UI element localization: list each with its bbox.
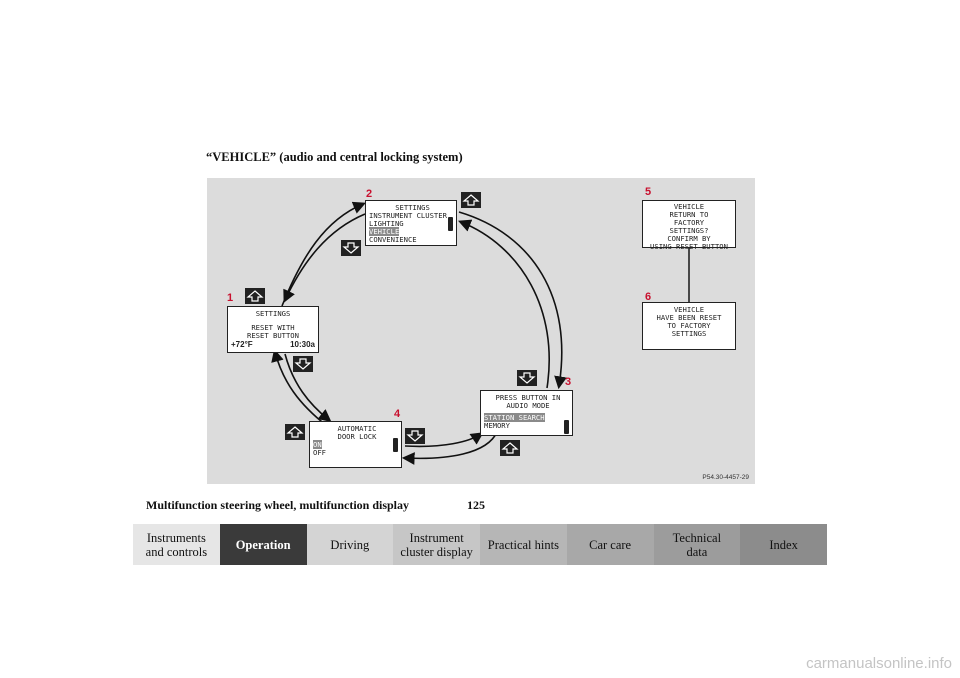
screen-line: HAVE BEEN RESET xyxy=(656,313,722,322)
screen-line: MEMORY xyxy=(484,421,510,430)
page-number: 125 xyxy=(467,498,485,512)
tab-technical-data[interactable]: Technical data xyxy=(653,524,741,565)
next-page-button-icon xyxy=(500,440,520,456)
screen-line: SETTINGS? xyxy=(669,226,709,235)
figure-caption: “VEHICLE” (audio and central locking sys… xyxy=(206,150,463,164)
display-screen-settings-reset: SETTINGS RESET WITH RESET BUTTON +72°F 1… xyxy=(227,306,319,353)
screen-line: RESET BUTTON xyxy=(247,331,299,340)
display-screen-door-lock: AUTOMATIC DOOR LOCK ON OFF xyxy=(309,421,402,468)
screen-line: VEHICLE xyxy=(673,202,705,211)
next-page-button-icon xyxy=(245,288,265,304)
tab-instrument-cluster-display[interactable]: Instrument cluster display xyxy=(393,524,480,565)
tab-index[interactable]: Index xyxy=(740,524,827,565)
tab-label: Instrument cluster display xyxy=(400,530,473,559)
selected-menu-item: ON xyxy=(313,440,322,449)
screen-line: FACTORY xyxy=(673,218,705,227)
tab-label: Car care xyxy=(589,537,632,552)
screen-line: TO FACTORY xyxy=(667,321,711,330)
page-section-title: Multifunction steering wheel, multifunct… xyxy=(146,498,410,512)
step-number-6: 6 xyxy=(645,291,652,303)
chapter-nav-bar: Instruments and controls Operation Drivi… xyxy=(133,524,827,565)
tab-operation[interactable]: Operation xyxy=(219,524,307,565)
display-screen-reset-done: VEHICLE HAVE BEEN RESET TO FACTORY SETTI… xyxy=(642,302,736,350)
step-number-5: 5 xyxy=(645,186,652,198)
tab-label: Operation xyxy=(235,537,291,552)
scroll-indicator xyxy=(448,217,453,231)
outside-temperature: +72°F xyxy=(231,340,253,349)
next-page-button-icon xyxy=(461,192,481,208)
display-screen-reset-confirm: VEHICLE RETURN TO FACTORY SETTINGS? CONF… xyxy=(642,200,736,251)
screen-line: CONFIRM BY xyxy=(667,234,711,243)
flow-arrows xyxy=(271,201,690,465)
screen-line: AUDIO MODE xyxy=(506,401,550,410)
tab-label: Instruments and controls xyxy=(145,530,208,559)
figure-reference: P54.30-4457-29 xyxy=(702,474,749,481)
tab-car-care[interactable]: Car care xyxy=(566,524,654,565)
tab-instruments-and-controls[interactable]: Instruments and controls xyxy=(133,524,220,565)
clock-time: 10:30a xyxy=(290,340,315,349)
screen-line: PRESS BUTTON IN xyxy=(495,393,561,402)
screen-line: SETTINGS xyxy=(255,309,291,318)
step-number-1: 1 xyxy=(227,292,234,304)
step-number-3: 3 xyxy=(565,376,572,388)
screen-line: USING RESET BUTTON xyxy=(650,242,728,251)
screen-line: OFF xyxy=(313,448,326,457)
scroll-indicator xyxy=(393,438,398,452)
screen-line: LIGHTING xyxy=(369,219,404,228)
tab-label: Index xyxy=(769,537,798,552)
tab-practical-hints[interactable]: Practical hints xyxy=(480,524,567,565)
screen-line: SETTINGS xyxy=(671,329,707,338)
watermark: carmanualsonline.info xyxy=(806,655,952,672)
previous-page-button-icon xyxy=(293,356,313,372)
selected-menu-item: VEHICLE xyxy=(369,227,400,236)
screen-line: AUTOMATIC xyxy=(337,424,377,433)
screen-line: VEHICLE xyxy=(673,305,705,314)
next-page-button-icon xyxy=(285,424,305,440)
screen-line: RETURN TO xyxy=(669,210,709,219)
tab-label: Practical hints xyxy=(487,537,559,552)
scroll-indicator xyxy=(564,420,569,434)
screen-line: SETTINGS xyxy=(395,203,430,212)
display-screen-settings-menu: SETTINGS INSTRUMENT CLUSTER LIGHTING VEH… xyxy=(365,200,457,246)
tab-label: Driving xyxy=(330,537,370,552)
step-number-4: 4 xyxy=(394,408,401,420)
tab-driving[interactable]: Driving xyxy=(306,524,394,565)
screen-line: CONVENIENCE xyxy=(369,235,417,244)
previous-page-button-icon xyxy=(405,428,425,444)
previous-page-button-icon xyxy=(517,370,537,386)
screen-line: RESET WITH xyxy=(251,323,295,332)
selected-menu-item: STATION SEARCH xyxy=(484,413,545,422)
screen-line: DOOR LOCK xyxy=(337,432,377,441)
previous-page-button-icon xyxy=(341,240,361,256)
step-number-2: 2 xyxy=(366,188,373,200)
display-screen-audio-mode: PRESS BUTTON IN AUDIO MODE STATION SEARC… xyxy=(480,390,573,436)
screen-line: INSTRUMENT CLUSTER xyxy=(369,211,447,220)
tab-label: Technical data xyxy=(672,530,722,559)
figure-diagram: 1 2 3 4 5 6 SETTINGS RESET WITH RESET BU… xyxy=(207,178,755,484)
